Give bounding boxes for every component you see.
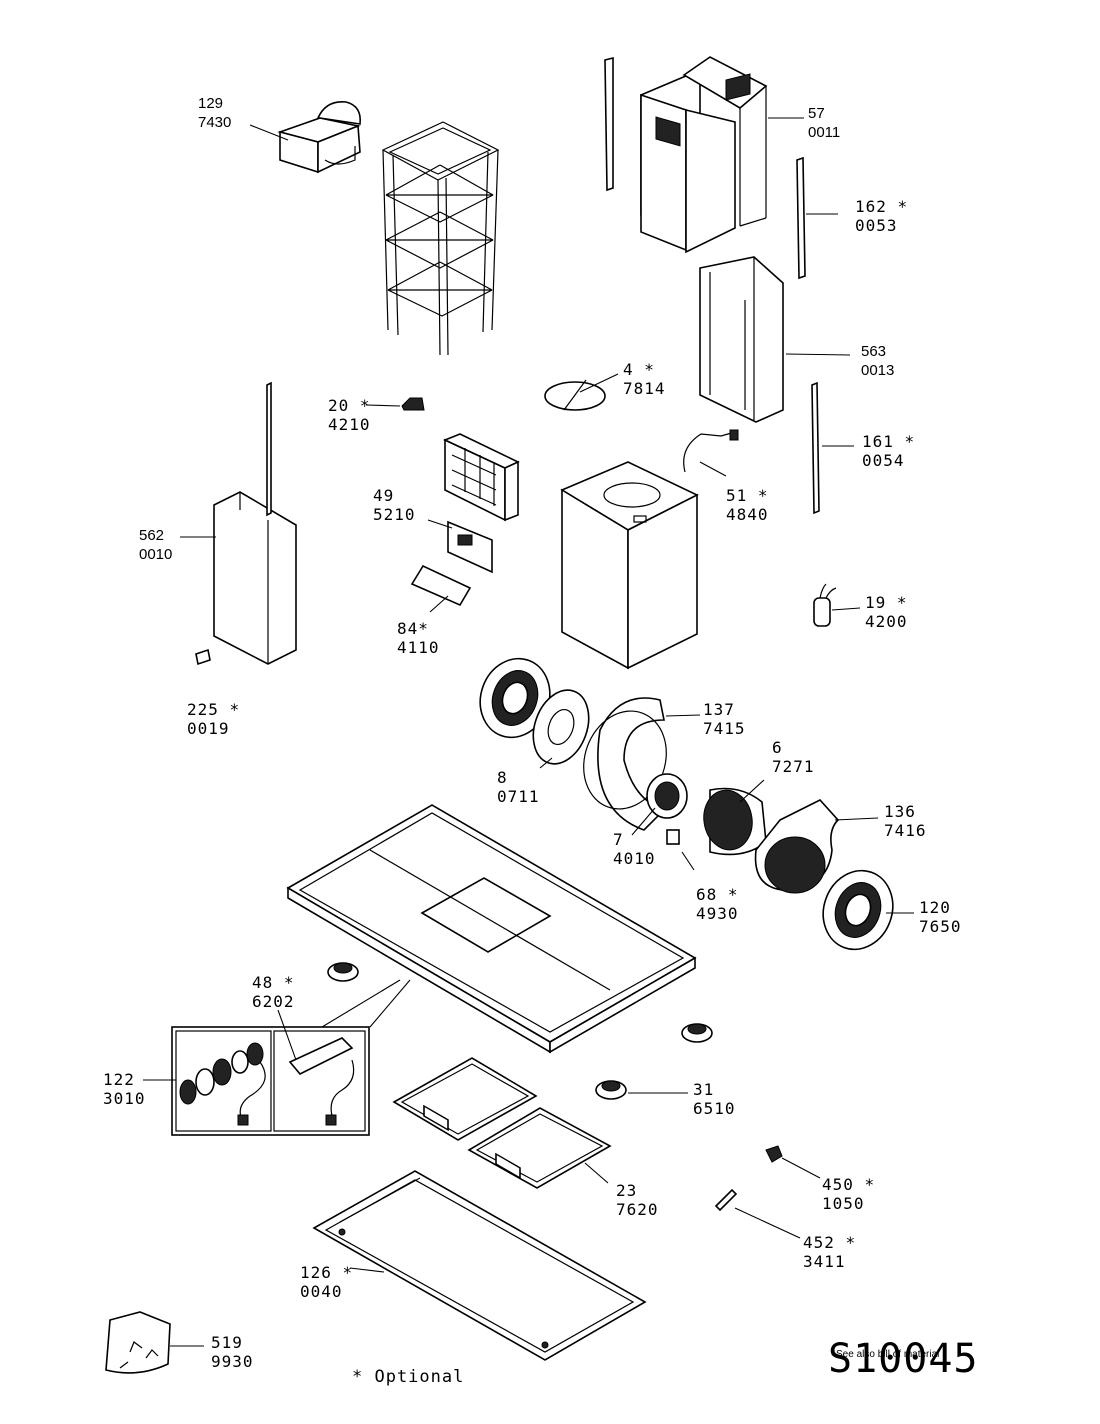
part-cable-51	[683, 429, 739, 477]
part-frame-tower	[381, 121, 500, 356]
part-motor-housing-box	[560, 461, 699, 670]
part-bracket-84	[410, 564, 472, 613]
part-control-box-49	[427, 433, 520, 574]
part-bottom-panel-126	[312, 1170, 647, 1361]
part-hood-body	[286, 804, 697, 1054]
part-upper-chimney-57	[604, 56, 804, 254]
part-switch-450	[765, 1145, 821, 1179]
see-also-note: See also bill of material	[836, 1349, 940, 1360]
part-duct-adapter-129	[249, 101, 362, 174]
label-part-452: 452 *3411	[803, 1233, 857, 1271]
label-part-48: 48 *6202	[252, 973, 295, 1011]
label-part-4: 4 *7814	[623, 360, 666, 398]
part-pin-452	[714, 1188, 801, 1239]
part-disk-4	[544, 373, 619, 411]
diagram-code: S10045	[828, 1336, 979, 1382]
part-lower-chimney-563	[699, 256, 851, 423]
label-part-162: 162 *0053	[855, 197, 909, 235]
part-strip-162	[796, 156, 838, 280]
label-part-51: 51 *4840	[726, 486, 769, 524]
label-part-19: 19 *4200	[865, 593, 908, 631]
part-capacitor-19	[813, 583, 861, 627]
part-chimney-panel-562	[180, 381, 297, 666]
part-fan-grill-left	[479, 657, 551, 739]
label-part-450: 450 *1050	[822, 1175, 876, 1213]
part-parts-bag-519	[105, 1311, 204, 1374]
optional-footnote: * Optional	[352, 1367, 465, 1387]
part-clip-20	[365, 397, 425, 411]
label-part-84: 84*4110	[397, 619, 440, 657]
label-part-161: 161 *0054	[862, 432, 916, 470]
part-fan-housing-136	[754, 799, 879, 894]
part-detail-inset	[143, 979, 411, 1136]
part-plate-8	[532, 689, 590, 769]
part-strip-161	[811, 381, 854, 515]
label-part-68: 68 *4930	[696, 885, 739, 923]
part-impeller-6	[703, 779, 767, 856]
label-part-225: 225 *0019	[187, 700, 241, 738]
part-fan-grill-120	[822, 869, 914, 951]
label-part-126: 126 *0040	[300, 1263, 354, 1301]
part-capacitor-68	[666, 829, 695, 871]
label-part-20: 20 *4210	[328, 396, 371, 434]
part-filters-23	[392, 1057, 612, 1189]
part-knob-31	[327, 962, 713, 1100]
part-motor-7	[631, 773, 688, 836]
